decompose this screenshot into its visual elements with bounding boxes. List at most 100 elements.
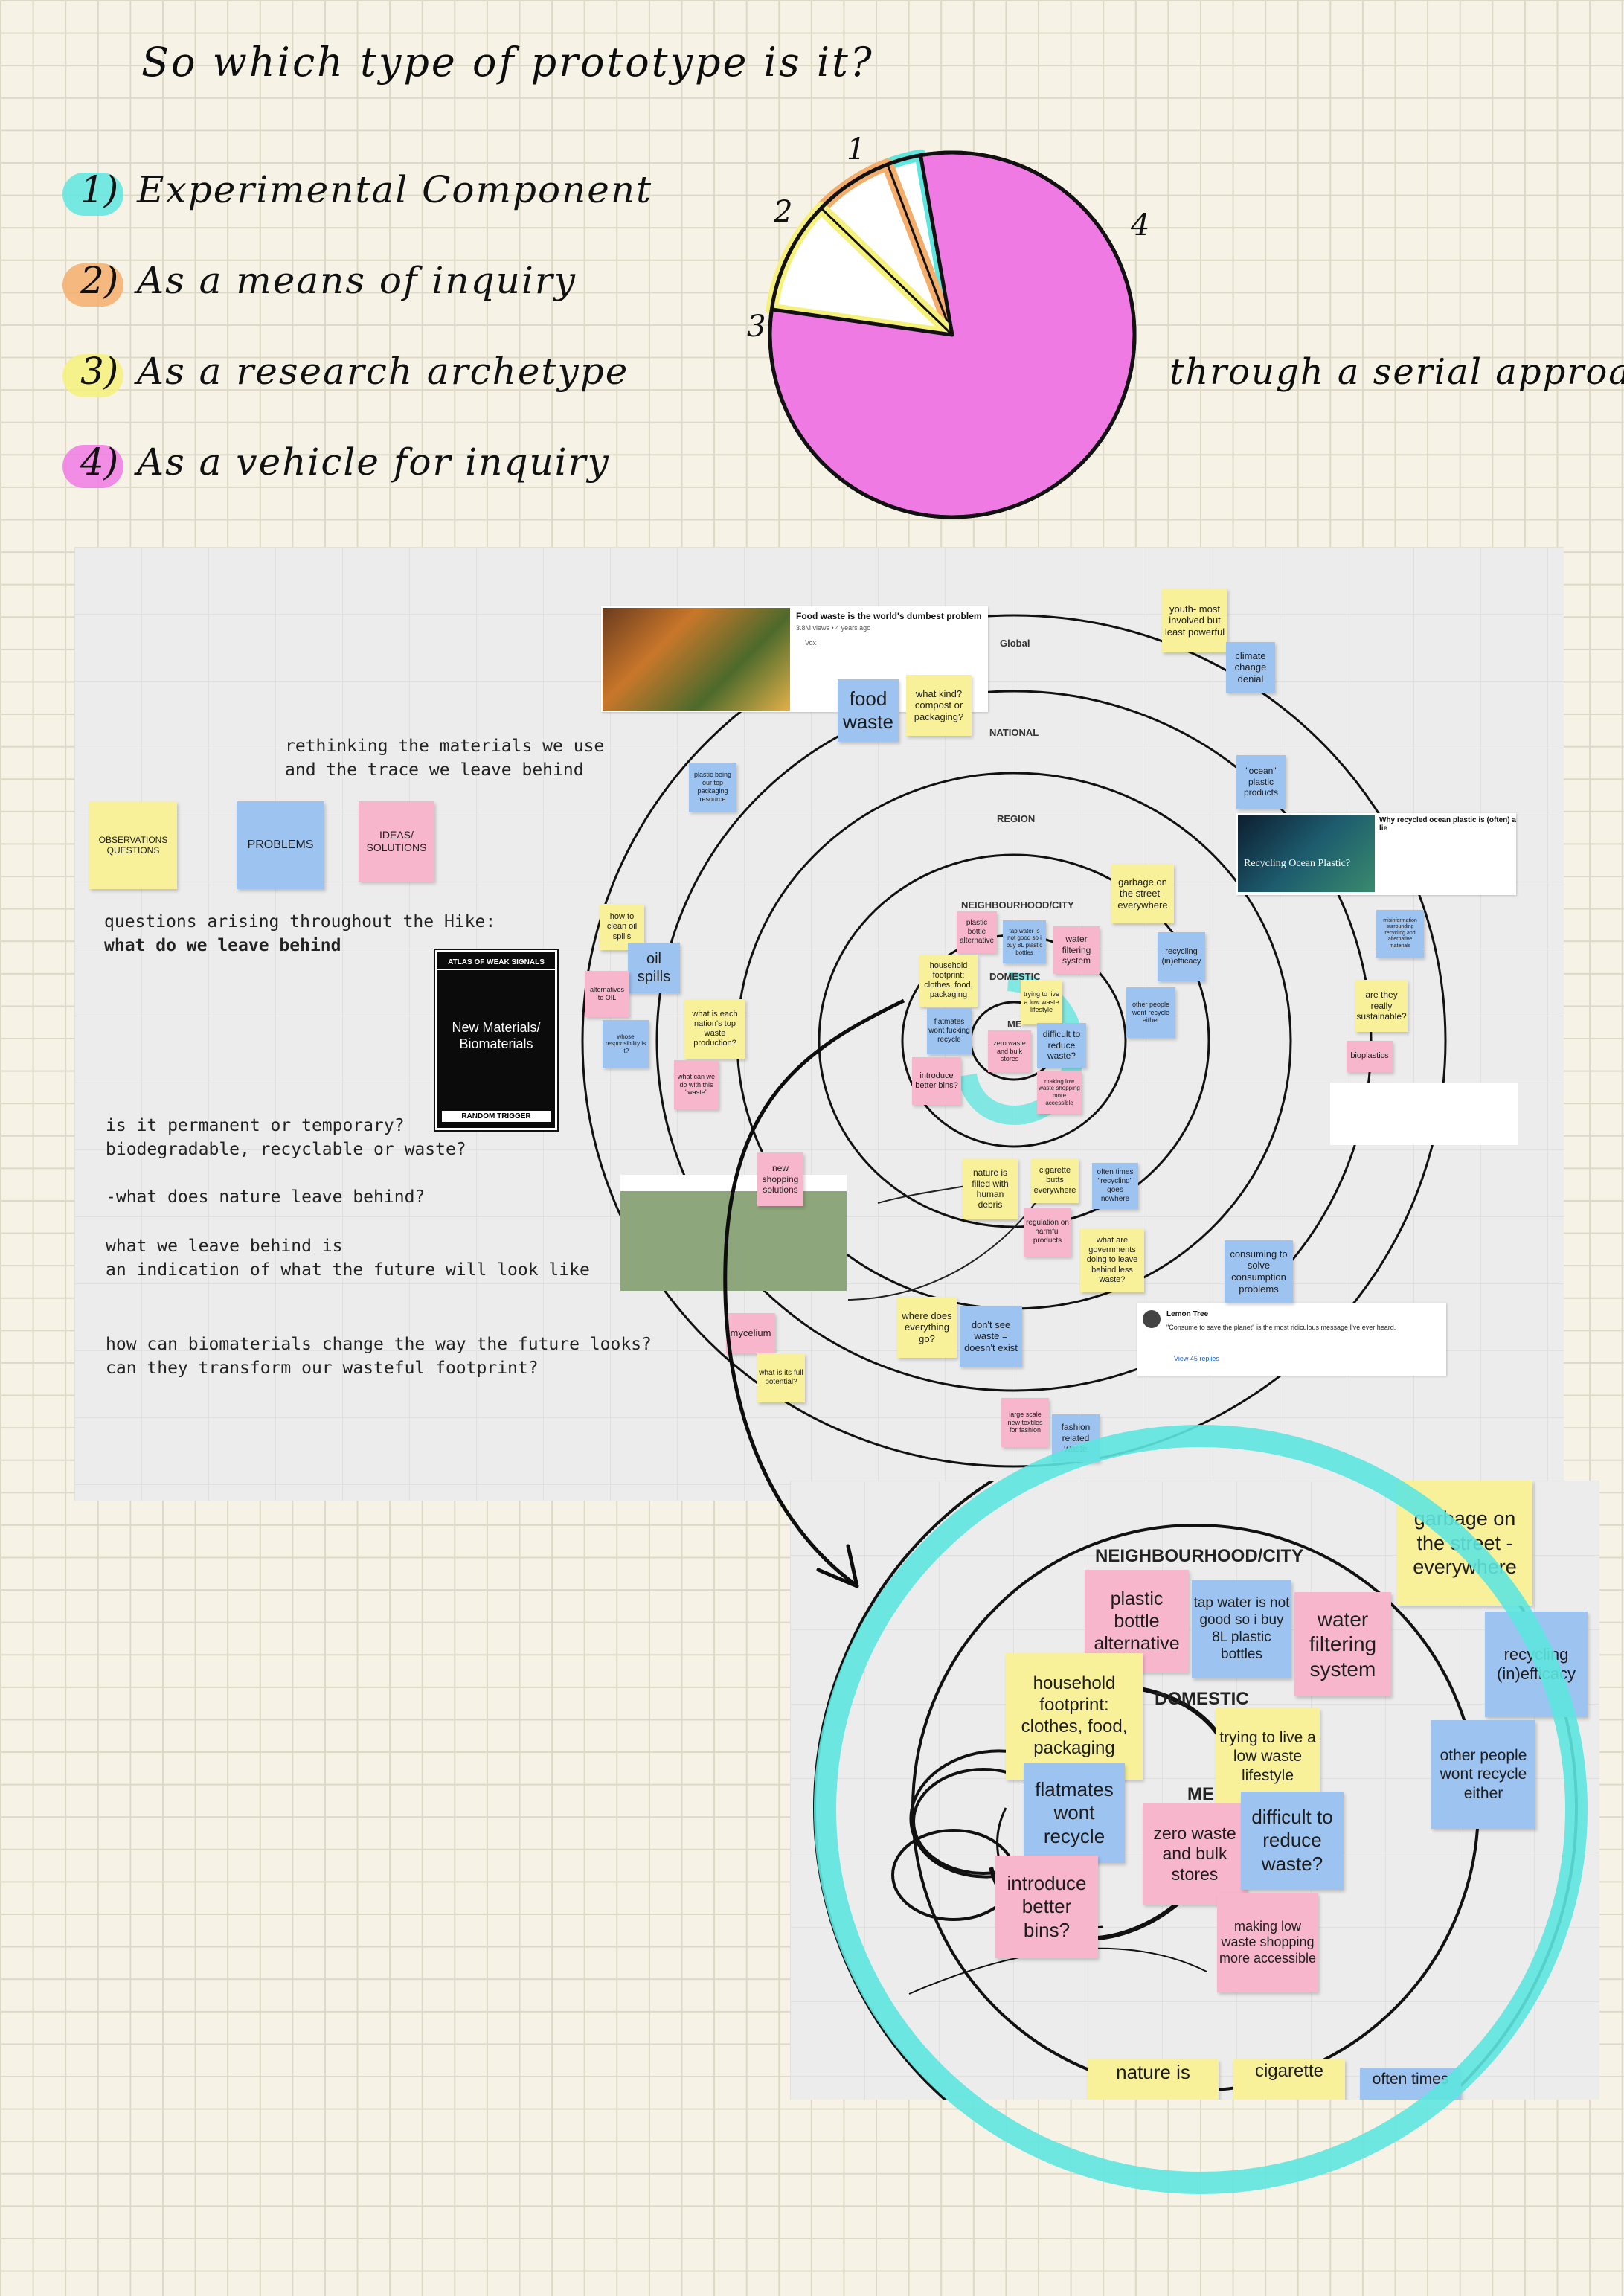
zoom-note-nature[interactable]: nature is — [1088, 2059, 1219, 2100]
question-indication: what we leave behind is an indication of… — [106, 1237, 590, 1280]
questions-intro: questions arising throughout the Hike: — [104, 912, 496, 931]
note-cigarette[interactable]: cigarette butts everywhere — [1031, 1158, 1079, 1203]
note-misinfo[interactable]: misinformation surrounding recycling and… — [1376, 910, 1424, 958]
infographic-image — [620, 1191, 847, 1291]
questions-bold: what do we leave behind — [104, 936, 341, 955]
random-trigger-card: ATLAS OF WEAK SIGNALS New Materials/ Bio… — [434, 949, 559, 1132]
zoom-note-bins[interactable]: introduce better bins? — [995, 1856, 1098, 1958]
video-meta: 3.8M views • 4 years ago — [796, 624, 871, 632]
book-main: New Materials/ Biomaterials — [452, 1020, 541, 1051]
ring-label: REGION — [997, 813, 1036, 824]
note-large-scale[interactable]: large scale new textiles for fashion — [1001, 1398, 1049, 1447]
note-food-waste[interactable]: food waste — [838, 679, 899, 742]
note-nature[interactable]: nature is filled with human debris — [963, 1158, 1018, 1219]
note-bins[interactable]: introduce better bins? — [912, 1057, 961, 1105]
zoom-note-recycling[interactable]: recycling (in)efficacy — [1485, 1612, 1588, 1717]
note-zero-waste[interactable]: zero waste and bulk stores — [988, 1030, 1031, 1072]
note-tap[interactable]: tap water is not good so i buy 8L plasti… — [1003, 920, 1046, 963]
zoom-note-flatmates[interactable]: flatmates wont recycle — [1024, 1763, 1125, 1863]
note-each-nation[interactable]: what is each nation's top waste producti… — [684, 999, 745, 1059]
video-channel: Vox — [805, 639, 817, 647]
note-youth[interactable]: youth- most involved but least powerful — [1162, 589, 1227, 652]
zoom-note-household[interactable]: household footprint: clothes, food, pack… — [1006, 1653, 1143, 1780]
zoom-ring-label: ME — [1187, 1784, 1214, 1804]
zoom-note-difficult[interactable]: difficult to reduce waste? — [1241, 1792, 1344, 1890]
legend-problems: PROBLEMS — [237, 801, 324, 889]
zoom-note-water[interactable]: water filtering system — [1294, 1592, 1391, 1696]
note-garbage[interactable]: garbage on the street - everywhere — [1111, 864, 1174, 923]
page-title: So which type of prototype is it? — [141, 39, 874, 86]
question-nature: -what does nature leave behind? — [106, 1187, 426, 1207]
zoom-note-often[interactable]: often times — [1360, 2068, 1461, 2100]
note-making-low[interactable]: making low waste shopping more accessibl… — [1037, 1071, 1082, 1114]
zoom-note-low-waste[interactable]: trying to live a low waste lifestyle — [1216, 1708, 1320, 1805]
ring-label: NATIONAL — [989, 727, 1039, 738]
zoom-note-making-low[interactable]: making low waste shopping more accessibl… — [1217, 1893, 1318, 1992]
avatar — [1143, 1310, 1161, 1328]
note-often[interactable]: often times "recycling" goes nowhere — [1092, 1163, 1138, 1209]
ring-label: Global — [1000, 638, 1030, 649]
article-card[interactable]: Recycling Ocean Plastic? Why recycled oc… — [1236, 813, 1516, 895]
zoom-note-cigarette[interactable]: cigarette — [1233, 2059, 1345, 2100]
type-label: As a research archetype — [137, 350, 629, 393]
note-flatmates[interactable]: flatmates wont fucking recycle — [927, 1008, 972, 1054]
legend-observations: OBSERVATIONS QUESTIONS — [89, 801, 177, 889]
note-where[interactable]: where does everything go? — [897, 1297, 957, 1358]
note-difficult[interactable]: difficult to reduce waste? — [1037, 1023, 1086, 1068]
note-sustainable[interactable]: are they really sustainable? — [1355, 980, 1408, 1032]
book-title: ATLAS OF WEAK SIGNALS — [437, 958, 555, 970]
note-water[interactable]: water filtering system — [1053, 926, 1100, 974]
zoom-note-other-people[interactable]: other people wont recycle either — [1431, 1720, 1535, 1829]
article-title: Why recycled ocean plastic is (often) a … — [1379, 816, 1516, 833]
color-swatch — [62, 445, 123, 488]
note-dont-see[interactable]: don't see waste = doesn't exist — [960, 1306, 1022, 1367]
note-new-shopping[interactable]: new shopping solutions — [757, 1152, 803, 1206]
note-what-kind[interactable]: what kind? compost or packaging? — [906, 675, 972, 736]
note-household[interactable]: household footprint: clothes, food, pack… — [919, 955, 978, 1007]
note-oil-clean[interactable]: how to clean oil spills — [600, 904, 644, 950]
comment-text: "Consume to save the planet" is the most… — [1166, 1324, 1396, 1331]
color-swatch — [62, 263, 123, 307]
comment-replies-link[interactable]: View 45 replies — [1174, 1355, 1219, 1362]
note-governments[interactable]: what are governments doing to leave behi… — [1080, 1228, 1144, 1292]
zoom-ring-label: DOMESTIC — [1155, 1689, 1249, 1709]
color-swatch — [62, 173, 123, 216]
note-plastic-top[interactable]: plastic being our top packaging resource — [689, 763, 736, 812]
article-thumbnail — [1238, 815, 1375, 892]
note-regulation[interactable]: regulation on harmful products — [1024, 1208, 1071, 1257]
video-card[interactable]: Food waste is the world's dumbest proble… — [601, 606, 988, 712]
note-mycelium[interactable]: mycelium — [726, 1313, 775, 1353]
zoom-note-garbage[interactable]: garbage on the street - everywhere — [1397, 1481, 1532, 1606]
note-other-people[interactable]: other people wont recycle either — [1126, 987, 1175, 1038]
comment-card[interactable]: Lemon Tree "Consume to save the planet" … — [1137, 1303, 1446, 1376]
ring-label: NEIGHBOURHOOD/CITY — [961, 900, 1074, 911]
note-oil-spills[interactable]: oil spills — [628, 943, 680, 993]
note-what-can[interactable]: what can we do with this "waste" — [674, 1060, 719, 1109]
zoom-note-tap[interactable]: tap water is not good so i buy 8L plasti… — [1192, 1580, 1291, 1678]
pie-rim — [768, 150, 1137, 519]
pie-label-1: 1 — [847, 134, 865, 167]
note-bioplastics[interactable]: bioplastics — [1347, 1041, 1393, 1072]
note-ocean[interactable]: "ocean" plastic products — [1236, 755, 1286, 809]
note-whose[interactable]: whose responsibility is it? — [603, 1020, 649, 1068]
note-low-waste[interactable]: trying to live a low waste lifestyle — [1021, 980, 1062, 1024]
note-alt-oil[interactable]: alternatives to OIL — [585, 971, 629, 1017]
zoom-note-zero-waste[interactable]: zero waste and bulk stores — [1143, 1803, 1247, 1905]
note-full[interactable]: what is its full potential? — [757, 1353, 805, 1402]
note-consuming[interactable]: consuming to solve consumption problems — [1225, 1240, 1293, 1303]
type-label: As a means of inquiry — [137, 259, 577, 302]
ring-label: DOMESTIC — [989, 971, 1041, 982]
note-plastic-bottle[interactable]: plastic bottle alternative — [957, 911, 997, 953]
note-recycling[interactable]: recycling (in)efficacy — [1158, 932, 1205, 981]
note-climate[interactable]: climate change denial — [1226, 642, 1275, 693]
zoom-ring-label: NEIGHBOURHOOD/CITY — [1095, 1546, 1304, 1566]
miro-board: Global NATIONAL REGION NEIGHBOURHOOD/CIT… — [74, 547, 1564, 1501]
color-swatch — [62, 354, 123, 397]
comment-author: Lemon Tree — [1166, 1310, 1209, 1318]
video-thumbnail — [603, 608, 790, 711]
note-fashion[interactable]: fashion related waste — [1052, 1414, 1100, 1462]
ring-label: ME — [1007, 1019, 1022, 1030]
pie-label-4: 4 — [1130, 208, 1149, 243]
type-number: 3) — [80, 350, 119, 393]
